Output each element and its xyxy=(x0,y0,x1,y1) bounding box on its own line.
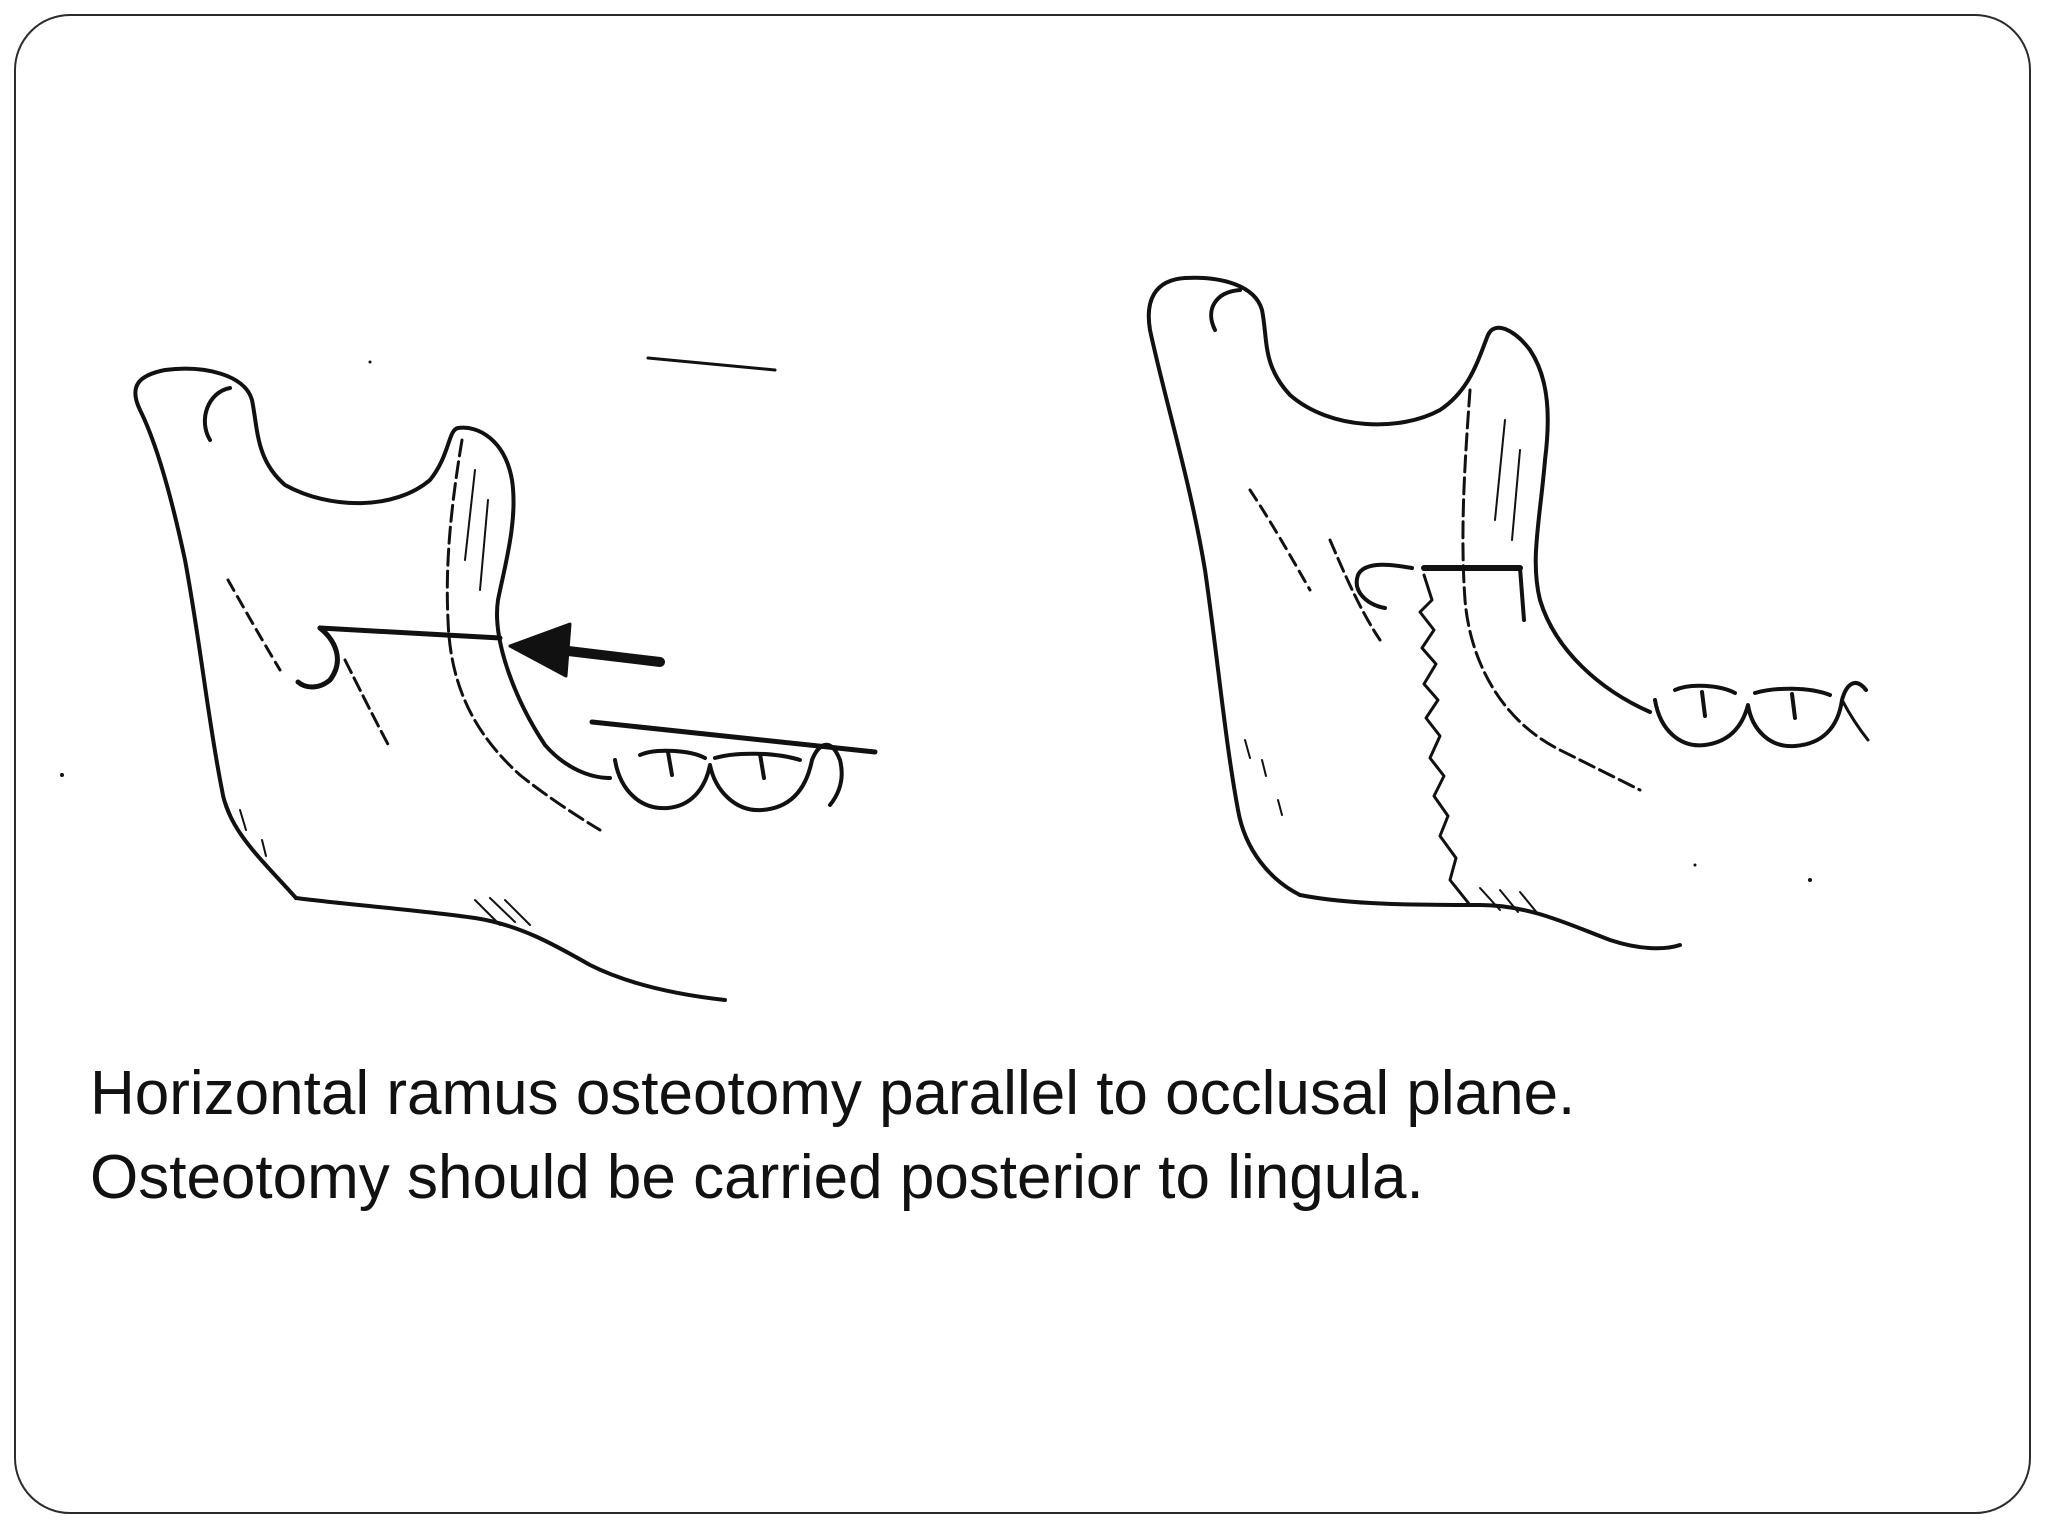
mandible-after-osteotomy xyxy=(1146,275,1870,951)
slide-frame xyxy=(14,14,2031,1514)
caption-line-2: Osteotomy should be carried posterior to… xyxy=(90,1143,1424,1212)
slide-caption: Horizontal ramus osteotomy parallel to o… xyxy=(90,1052,1870,1220)
caption-line-1: Horizontal ramus osteotomy parallel to o… xyxy=(90,1059,1576,1128)
mandible-before-osteotomy xyxy=(60,356,878,1002)
illustration-area xyxy=(60,275,1870,1002)
